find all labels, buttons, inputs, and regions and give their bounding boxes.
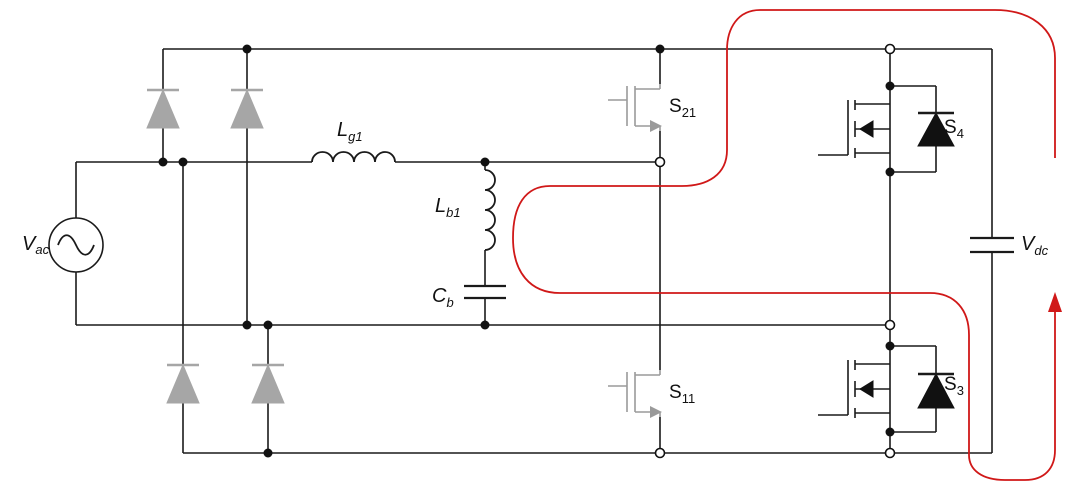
s4-label: S4 [944, 117, 964, 141]
lg1-label: Lg1 [337, 119, 363, 144]
cb-label: Cb [432, 285, 454, 310]
terminal-dots [654, 43, 896, 459]
arrow-icon [1048, 292, 1062, 312]
lb1-label: Lb1 [435, 195, 461, 220]
vdc-label: Vdc [1021, 233, 1049, 258]
mosfet-s21-icon [608, 84, 662, 132]
inductor-lb1-icon [484, 169, 496, 251]
vac-label: Vac [22, 233, 50, 257]
mosfet-s3-icon [818, 345, 955, 433]
mosfet-s4-icon [818, 85, 955, 173]
ac-source-icon [48, 217, 104, 273]
s3-label: S3 [944, 374, 964, 398]
mosfet-s11-icon [608, 370, 662, 418]
inductor-lg1-icon [311, 151, 396, 163]
capacitor-cb-icon [464, 284, 506, 300]
s21-label: S21 [669, 96, 696, 120]
capacitor-vdc-icon [970, 236, 1014, 254]
junction-dots [158, 44, 895, 458]
current-path [512, 9, 1062, 481]
s11-label: S11 [669, 382, 695, 406]
